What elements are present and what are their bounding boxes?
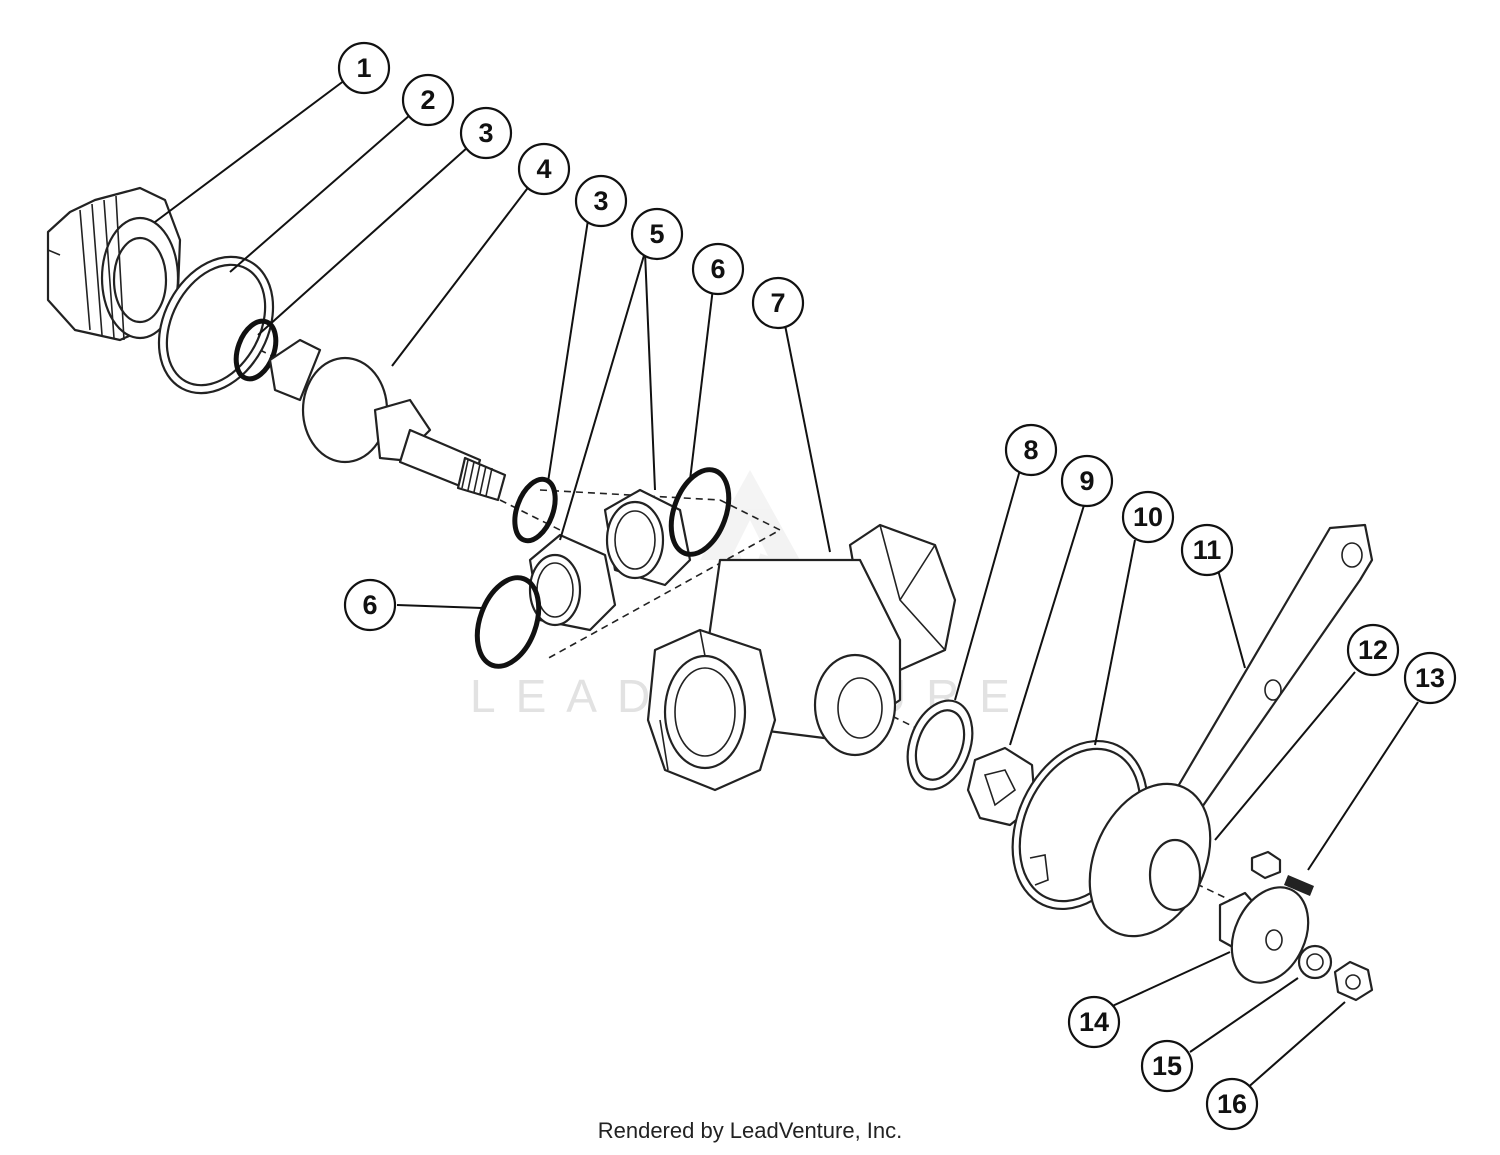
leader-lines (154, 79, 1419, 1091)
svg-text:3: 3 (478, 118, 493, 148)
callout-12: 12 (1346, 623, 1400, 677)
svg-text:8: 8 (1023, 435, 1038, 465)
bushing-part-14 (1218, 886, 1310, 984)
callout-9: 9 (1060, 454, 1114, 508)
o-ring-part-3-lower (512, 476, 558, 544)
ball-stem-part-4 (268, 338, 507, 502)
seat-part-5-upper (603, 488, 692, 587)
svg-text:16: 16 (1217, 1089, 1247, 1119)
callout-3-upper: 3 (459, 106, 513, 160)
svg-text:2: 2 (420, 85, 435, 115)
callout-6-upper: 6 (691, 242, 745, 296)
callout-10: 10 (1121, 490, 1175, 544)
svg-text:6: 6 (362, 590, 377, 620)
svg-text:9: 9 (1079, 466, 1094, 496)
callout-6-lower: 6 (343, 578, 397, 632)
svg-text:15: 15 (1152, 1051, 1182, 1081)
svg-text:10: 10 (1133, 502, 1163, 532)
callout-13: 13 (1403, 651, 1457, 705)
svg-text:13: 13 (1415, 663, 1445, 693)
threaded-plug-part-1 (46, 186, 182, 342)
svg-text:12: 12 (1358, 635, 1388, 665)
svg-text:7: 7 (770, 288, 785, 318)
callout-16: 16 (1205, 1077, 1259, 1131)
callout-11: 11 (1180, 523, 1234, 577)
washer-part-8 (906, 699, 974, 791)
callout-2: 2 (401, 73, 455, 127)
svg-text:4: 4 (536, 154, 551, 184)
svg-text:3: 3 (593, 186, 608, 216)
o-ring-part-3-upper (233, 318, 279, 382)
seal-part-6-upper (668, 467, 732, 557)
set-screw-part-13 (1284, 875, 1314, 896)
hex-nut-part-16 (1333, 960, 1374, 1002)
callout-5: 5 (630, 207, 684, 261)
callout-1: 1 (337, 41, 391, 95)
footer-credit: Rendered by LeadVenture, Inc. (597, 1118, 903, 1143)
key-part-12 (1250, 850, 1282, 880)
svg-text:14: 14 (1079, 1007, 1109, 1037)
callout-7: 7 (751, 276, 805, 330)
callout-8: 8 (1004, 423, 1058, 477)
lock-washer-part-15 (1297, 944, 1333, 980)
svg-text:11: 11 (1193, 535, 1222, 565)
handle-part-11 (1088, 523, 1374, 938)
gasket-part-2 (157, 255, 275, 395)
svg-text:1: 1 (356, 53, 371, 83)
svg-text:6: 6 (710, 254, 725, 284)
callout-15: 15 (1140, 1039, 1194, 1093)
callout-3-lower: 3 (574, 174, 628, 228)
seal-part-6-lower (474, 575, 542, 669)
callout-14: 14 (1067, 995, 1121, 1049)
valve-body-part-7 (646, 523, 957, 792)
callout-4: 4 (517, 142, 571, 196)
svg-text:5: 5 (649, 219, 664, 249)
seat-part-5-lower (528, 533, 617, 632)
